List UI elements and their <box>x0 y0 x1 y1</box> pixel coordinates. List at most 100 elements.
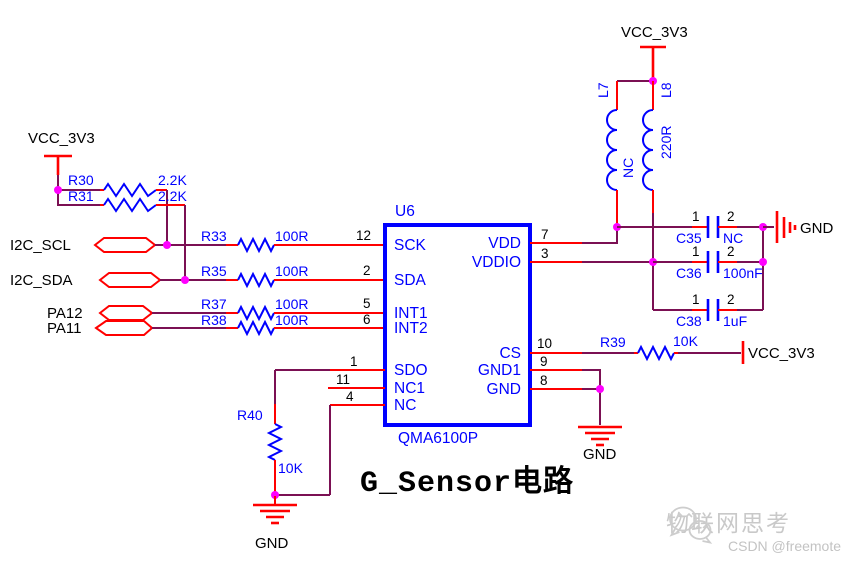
resistor-ref: R35 <box>201 263 227 279</box>
ic-part-number: QMA6100P <box>398 430 478 447</box>
inductor-value: 220R <box>658 126 674 159</box>
vcc-label: VCC_3V3 <box>28 130 95 147</box>
schematic-title: G_Sensor电路 <box>360 467 575 501</box>
resistor-R31: R31 2.2K <box>57 188 187 278</box>
wechat-icon <box>669 506 713 544</box>
resistor-value: 2.2K <box>158 188 187 204</box>
capacitor-value: NC <box>723 230 743 246</box>
resistor-value: 100R <box>275 312 308 328</box>
inductor-value: NC <box>620 158 636 178</box>
port-pa12: PA12 <box>47 305 226 322</box>
inductor-L8: L8 220R <box>642 81 674 310</box>
port-pa11: PA11 <box>47 320 226 337</box>
resistor-value: 10K <box>673 333 699 349</box>
pin-name-int2: INT2 <box>394 320 428 337</box>
capacitor-value: 1uF <box>723 313 747 329</box>
junction-dot <box>271 491 279 499</box>
pin-number-12: 12 <box>356 228 371 243</box>
pin-number-2: 2 <box>363 263 371 278</box>
watermark-brand: 物联网思考 <box>666 510 791 536</box>
resistor-R33: R33 100R <box>201 228 385 252</box>
port-label: I2C_SCL <box>10 237 71 254</box>
wire-vdd <box>530 227 618 244</box>
pin-number-6: 6 <box>363 312 371 327</box>
pin-name-vddio: VDDIO <box>472 254 521 271</box>
capacitor-ref: C36 <box>676 265 702 281</box>
watermark: 物联网思考 CSDN @freemote <box>666 504 856 554</box>
port-label: PA12 <box>47 305 83 322</box>
capacitor-ref: C35 <box>676 230 702 246</box>
pin-name-nc: NC <box>394 397 416 414</box>
gnd-label: GND <box>583 446 617 463</box>
cap-pin2: 2 <box>727 292 735 307</box>
resistor-ref: R40 <box>237 407 263 423</box>
port-i2c-sda: I2C_SDA <box>10 272 226 289</box>
pin-number-4: 4 <box>346 389 354 404</box>
port-label: I2C_SDA <box>10 272 73 289</box>
vcc-label: VCC_3V3 <box>748 345 815 362</box>
junction-dot <box>596 385 604 393</box>
wire-gnd-pins <box>530 369 601 425</box>
pin-number-10: 10 <box>537 336 552 351</box>
pin-number-8: 8 <box>540 373 548 388</box>
ic-u6: U6 QMA6100P SCK SDA INT1 INT2 SDO NC1 NC… <box>336 203 552 447</box>
resistor-value: 2.2K <box>158 172 187 188</box>
capacitor-C36: 1 2 C36 100nF <box>653 244 763 281</box>
cap-pin2: 2 <box>727 209 735 224</box>
pin-number-7: 7 <box>541 227 549 242</box>
resistor-value: 10K <box>278 460 304 476</box>
pin-name-cs: CS <box>499 345 521 362</box>
ground-symbol-right: GND <box>763 211 834 243</box>
resistor-R37: R37 100R <box>201 296 385 320</box>
junction-dot <box>759 258 767 266</box>
pin-number-5: 5 <box>363 296 371 311</box>
pin-name-int1: INT1 <box>394 305 428 322</box>
ground-symbol-bottom-left: GND <box>253 496 297 552</box>
pin-number-3: 3 <box>541 246 549 261</box>
resistor-value: 100R <box>275 263 308 279</box>
watermark-credit: CSDN @freemote <box>728 538 842 554</box>
pin-number-1: 1 <box>350 354 358 369</box>
gnd-label: GND <box>800 220 834 237</box>
power-port-vcc-right: VCC_3V3 <box>741 341 815 364</box>
resistor-R39: R39 10K <box>530 333 741 360</box>
capacitor-C38: 1 2 C38 1uF <box>653 292 763 329</box>
cap-pin2: 2 <box>727 244 735 259</box>
inductor-ref: L8 <box>658 82 674 98</box>
inductor-L7: L7 NC <box>595 81 636 226</box>
resistor-ref: R30 <box>68 172 94 188</box>
inductor-ref: L7 <box>595 82 611 98</box>
pin-name-sdo: SDO <box>394 362 428 379</box>
power-port-vcc-top-right: VCC_3V3 <box>617 24 688 82</box>
pin-name-sda: SDA <box>394 272 427 289</box>
resistor-ref: R39 <box>600 334 626 350</box>
ground-symbol-bottom-right: GND <box>578 425 622 463</box>
cap-pin1: 1 <box>692 209 700 224</box>
pin-name-gnd: GND <box>487 381 521 398</box>
cap-pin1: 1 <box>692 292 700 307</box>
capacitor-ref: C38 <box>676 313 702 329</box>
gnd-label: GND <box>255 535 289 552</box>
pin-number-11: 11 <box>336 372 350 387</box>
resistor-ref: R38 <box>201 312 227 328</box>
resistor-value: 100R <box>275 228 308 244</box>
pin-name-nc1: NC1 <box>394 380 425 397</box>
vcc-label: VCC_3V3 <box>621 24 688 41</box>
wire-sdo-nc <box>274 369 385 496</box>
junction-dot <box>163 241 171 249</box>
resistor-R38: R38 100R <box>201 312 385 335</box>
resistor-R35: R35 100R <box>201 263 385 287</box>
resistor-ref: R37 <box>201 296 227 312</box>
resistor-ref: R33 <box>201 228 227 244</box>
ic-ref: U6 <box>395 203 415 220</box>
resistor-value: 100R <box>275 296 308 312</box>
resistor-ref: R31 <box>68 188 94 204</box>
port-label: PA11 <box>47 320 81 337</box>
resistor-R30: R30 2.2K <box>58 172 187 243</box>
resistor-R40: R40 10K <box>237 404 304 493</box>
capacitor-value: 100nF <box>723 265 763 281</box>
junction-dot <box>181 276 189 284</box>
pin-number-9: 9 <box>540 354 548 369</box>
